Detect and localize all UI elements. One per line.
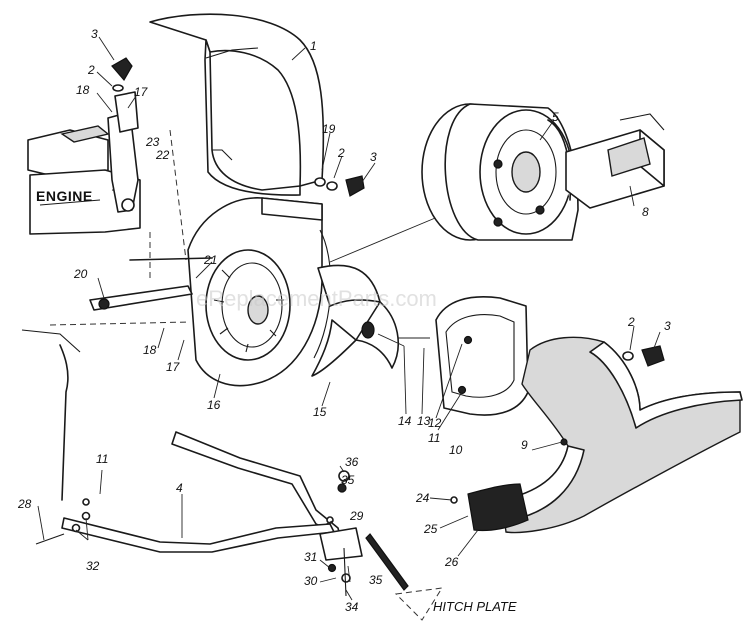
callout-21: 21 — [203, 253, 217, 267]
hitch-plate-outline — [394, 587, 443, 621]
watermark-text: eReplacementParts.com — [196, 286, 437, 311]
callout-22: 22 — [155, 148, 170, 162]
lower-nozzle-part — [467, 336, 743, 534]
engine-bracket-arm — [107, 91, 139, 213]
alignment-guides — [49, 129, 441, 339]
callout-9: 9 — [521, 438, 528, 452]
cover-plate-part — [435, 296, 529, 416]
callout-2-mid: 2 — [337, 146, 345, 160]
callout-12: 12 — [428, 416, 442, 430]
callout-10: 10 — [449, 443, 463, 457]
callout-16: 16 — [207, 398, 221, 412]
callout-26: 26 — [444, 555, 459, 569]
callout-20: 20 — [73, 267, 88, 281]
knob-icon-top — [111, 57, 133, 82]
callout-34: 34 — [345, 600, 359, 614]
callout-14: 14 — [398, 414, 412, 428]
engine-label: ENGINE — [36, 188, 93, 204]
callout-31: 31 — [304, 550, 317, 564]
callout-18-low: 18 — [143, 343, 157, 357]
callout-3-top: 3 — [91, 27, 98, 41]
callout-leaders — [37, 36, 661, 601]
callout-35-low: 35 — [369, 573, 383, 587]
callout-25: 25 — [423, 522, 438, 536]
discharge-chute-part — [149, 13, 325, 196]
callout-8: 8 — [642, 205, 649, 219]
callout-29: 29 — [349, 509, 364, 523]
knob-icon-mid — [345, 175, 365, 197]
impeller-part — [311, 264, 405, 377]
hitch-plate-label: HITCH PLATE — [433, 599, 517, 614]
callout-17-low: 17 — [166, 360, 181, 374]
callout-2-right: 2 — [627, 315, 635, 329]
callout-35-top: 35 — [341, 473, 355, 487]
callout-24: 24 — [415, 491, 430, 505]
callout-19: 19 — [322, 122, 336, 136]
callout-23: 23 — [145, 135, 160, 149]
inlet-duct-part — [565, 113, 665, 209]
mount-bar — [21, 257, 213, 501]
hitch-bar-part — [35, 431, 409, 597]
callout-3-right: 3 — [664, 319, 671, 333]
callout-1: 1 — [310, 39, 317, 53]
knob-fasteners — [111, 57, 665, 504]
knob-icon-right — [641, 345, 665, 367]
callout-28: 28 — [17, 497, 32, 511]
callout-32: 32 — [86, 559, 100, 573]
callout-11-right: 11 — [428, 431, 440, 445]
callout-17-top: 17 — [134, 85, 149, 99]
rear-housing-part — [421, 103, 579, 241]
callout-11-left: 11 — [96, 452, 108, 466]
blower-housing-part — [187, 197, 332, 387]
callout-36: 36 — [345, 455, 359, 469]
callout-15: 15 — [313, 405, 327, 419]
callout-13: 13 — [417, 414, 431, 428]
callout-30: 30 — [304, 574, 318, 588]
callout-2-top: 2 — [87, 63, 95, 77]
callout-5: 5 — [552, 110, 559, 124]
callout-3-mid: 3 — [370, 150, 377, 164]
callout-18-top: 18 — [76, 83, 90, 97]
callout-numbers: 1 2 3 17 18 19 2 3 22 23 5 8 20 21 18 17… — [17, 27, 671, 614]
callout-4: 4 — [176, 481, 183, 495]
